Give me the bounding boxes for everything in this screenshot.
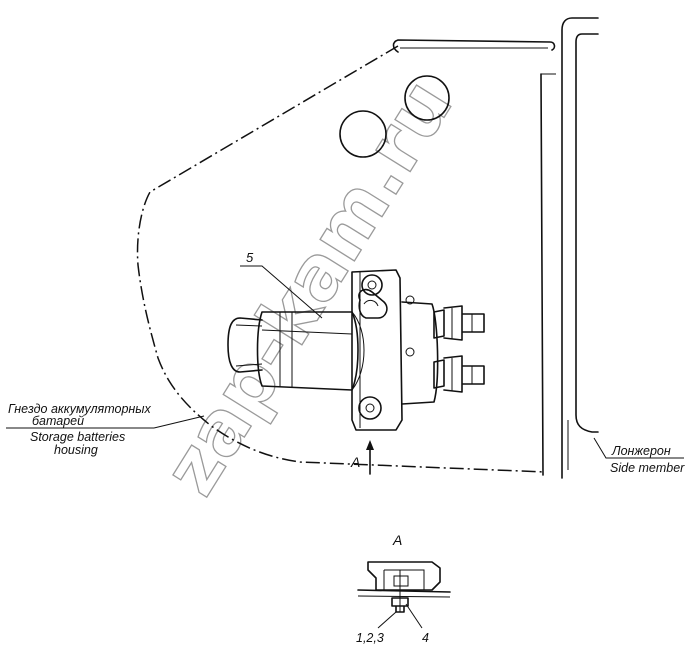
side-member-leader — [593, 437, 684, 459]
terminal-housing — [401, 301, 439, 405]
battery-housing-outline — [136, 45, 546, 473]
side-member-label-ru: Лонжерон — [611, 444, 671, 458]
detail-view-a — [357, 561, 451, 613]
battery-switch-assembly — [227, 269, 485, 431]
leader-part-5 — [240, 265, 323, 319]
mounting-bracket — [351, 269, 403, 431]
housing-hole-upper — [404, 75, 450, 121]
housing-hole-lower — [339, 110, 387, 158]
watermark-text: zap-kam.ru — [147, 65, 469, 509]
side-member-profile — [561, 17, 599, 479]
terminal-upper — [433, 305, 485, 341]
side-member-label-en: Side member — [610, 461, 685, 475]
housing-label-ru-1: Гнездо аккумуляторных — [8, 402, 151, 416]
switch-rubber-cap — [227, 317, 263, 373]
terminal-lower — [433, 355, 485, 393]
detail-bolt — [391, 597, 409, 613]
label-part-5: 5 — [246, 250, 254, 265]
detail-bracket — [367, 561, 441, 591]
housing-leader — [153, 415, 205, 429]
housing-label-ru-2: батарей — [32, 414, 84, 428]
detail-plate — [357, 589, 451, 593]
housing-top-bracket — [392, 39, 556, 53]
label-part-4: 4 — [422, 631, 429, 645]
detail-view-title: A — [392, 532, 402, 548]
leader-parts-123 — [377, 611, 397, 629]
view-arrow-label: A — [350, 454, 360, 470]
bracket-bolt-lower — [358, 396, 382, 420]
housing-right-edge — [540, 73, 544, 476]
label-parts-123: 1,2,3 — [356, 631, 384, 645]
bracket-bolt-upper — [361, 274, 383, 296]
cable-clamp — [358, 288, 388, 319]
housing-label-en-1: Storage batteries — [30, 430, 125, 444]
view-arrow-head — [366, 440, 374, 450]
housing-label-en-2: housing — [54, 443, 98, 457]
leader-part-4 — [405, 603, 423, 629]
